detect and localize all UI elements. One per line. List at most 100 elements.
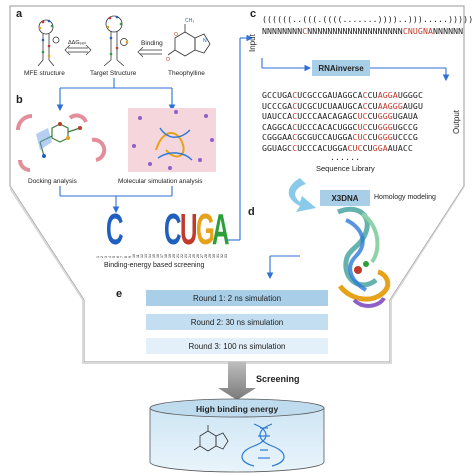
homology-modeling-label: Homology modeling	[374, 194, 436, 201]
sequence-segment: UGGGC	[397, 90, 423, 100]
sequence-segment: C	[292, 90, 298, 100]
binding-arrow	[137, 46, 162, 58]
b-to-logo-connector	[59, 186, 173, 214]
sequence-segment: C	[292, 100, 298, 111]
screening-arrow	[218, 362, 256, 400]
x3dna-label: X3DNA	[331, 193, 359, 203]
target-structure-dots	[106, 15, 129, 56]
sequence-ellipsis: ......	[330, 152, 361, 162]
round-2-box: Round 2: 30 ns simulation	[146, 314, 328, 330]
sequence-library-label: Sequence Library	[316, 164, 375, 173]
logo-letter-c2: C	[164, 205, 182, 254]
sequence-row: UAUCCACUCCCAACAGAGCUCCUGGGUGAUA	[262, 111, 418, 121]
panel-letter-b: b	[16, 94, 23, 106]
logo-letter-c1: C	[106, 205, 124, 254]
sequence-logo: C C U G A	[106, 208, 229, 252]
sequence-row: UCCCGACUCGCUCUAAUGCACCUAAGGGAUGU	[262, 101, 423, 111]
panel-letter-a: a	[16, 8, 23, 20]
logo-letter-a: A	[212, 205, 230, 254]
sequence-segment: AUACC	[387, 142, 413, 153]
sequence-segment: UCGCCGAUAGGCA	[297, 90, 363, 100]
sequence-segment: CGGGAA	[262, 132, 293, 142]
sequence-segment: CU	[367, 121, 378, 132]
funnel-lower-fill	[10, 186, 464, 474]
cylinder-helix	[241, 423, 285, 467]
md-simulation-image	[128, 108, 216, 172]
sequence-segment: AGGA	[377, 90, 398, 100]
sequence-segment: UCCCACACUGGC	[297, 121, 358, 132]
theophylline-n: N	[203, 38, 207, 44]
sequence-segment: UC	[357, 121, 368, 132]
n-line-segment: NNNNNNNNNNNNNNNNNNN	[307, 26, 403, 36]
sequence-segment: C	[362, 100, 368, 111]
sequence-segment: C	[292, 132, 298, 142]
sequence-segment: AAGGG	[377, 100, 403, 111]
sequence-segment: C	[292, 111, 298, 121]
n-constraint-line: NNNNNNNNCNNNNNNNNNNNNNNNNNNNCNUGNANNNNNN	[262, 26, 463, 36]
rna-3d-model	[336, 206, 391, 308]
round-3-box: Round 3: 100 ns simulation	[146, 338, 328, 354]
high-binding-energy-label: High binding energy	[196, 404, 279, 414]
theophylline-ch3: CH₃	[185, 18, 194, 24]
panel-letter-d: d	[248, 206, 255, 218]
logo-to-c-connector	[226, 34, 254, 241]
target-structure-drawing	[103, 15, 128, 67]
sequence-segment: CU	[367, 111, 378, 121]
library-to-x3dna-arrow	[288, 178, 316, 212]
sequence-segment: GGG	[377, 121, 393, 132]
sequence-segment: CU	[367, 100, 378, 111]
n-line-segment: NNNNNN	[433, 26, 464, 36]
theophylline-label: Theophylline	[168, 70, 205, 77]
sequence-segment: C	[362, 90, 368, 100]
sequence-segment: AUGU	[402, 100, 423, 111]
sequence-segment: C	[292, 121, 298, 132]
logo-letter-u: U	[180, 205, 198, 254]
n-line-segment: C	[302, 26, 308, 36]
result-cylinder	[149, 398, 325, 473]
sequence-segment: UCGCUCUAAUGCA	[297, 100, 363, 111]
delta-g-label: ΔΔGₚₑₙ	[68, 40, 87, 46]
sequence-segment: GCGUCCAUGGA	[297, 132, 353, 142]
screening-label: Screening	[256, 374, 300, 384]
sequence-segment: UAUCCA	[262, 111, 293, 121]
cylinder-theophylline	[193, 425, 229, 452]
x3dna-box: X3DNA	[320, 190, 370, 206]
sequence-row: CGGGAACGCGUCCAUGGACUCCUGGGUCCCG	[262, 132, 418, 142]
theophylline-molecule	[167, 24, 211, 57]
round-1-label: Round 1: 2 ns simulation	[192, 293, 282, 303]
sequence-row: GCCUGACUCGCCGAUAGGCACCUAGGAUGGGC	[262, 90, 423, 100]
binding-label: Binding	[141, 40, 163, 47]
md-analysis-label: Molecular simulation analysis	[118, 178, 203, 185]
mfe-structure-label: MFE structure	[24, 70, 65, 77]
sequence-segment: CUC	[347, 142, 363, 153]
sequence-segment: UGAUA	[392, 111, 418, 121]
round-1-box: Round 1: 2 ns simulation	[146, 290, 328, 306]
docking-analysis-label: Docking analysis	[28, 178, 77, 185]
sequence-segment: CUC	[352, 132, 368, 142]
a-to-b-connector	[56, 78, 176, 112]
panel-letter-e: e	[116, 288, 123, 300]
mfe-structure-dots	[38, 19, 54, 58]
round-2-label: Round 2: 30 ns simulation	[190, 317, 284, 327]
sequence-segment: GGG	[377, 111, 393, 121]
sequence-segment: UCCCACUGGA	[297, 142, 348, 153]
sequence-row: CAGGCACUCCCACACUGGCUCCUGGGUGCCG	[262, 122, 418, 132]
rnainverse-connector	[261, 58, 450, 82]
delta-g-arrow	[64, 44, 92, 56]
theophylline-o2: O	[166, 57, 170, 63]
input-label: Input	[248, 34, 257, 52]
theophylline-o1: O	[174, 32, 178, 38]
logo-letter-g: G	[196, 205, 215, 254]
sequence-row: GGUAGCCUCCCACUGGACUCCUGGAAUACC	[262, 143, 413, 153]
sequence-segment: CU	[362, 142, 373, 153]
n-line-segment: CNUGNA	[402, 26, 434, 36]
logo-caption: Binding-energy based screening	[104, 262, 205, 269]
docking-image	[16, 113, 107, 172]
model-to-round-connector	[266, 255, 300, 280]
sequence-segment: CU	[367, 90, 378, 100]
rnainverse-label: RNAinverse	[318, 63, 364, 73]
logo-position-tick: 33	[224, 254, 228, 258]
sequence-segment: GGA	[372, 142, 388, 153]
